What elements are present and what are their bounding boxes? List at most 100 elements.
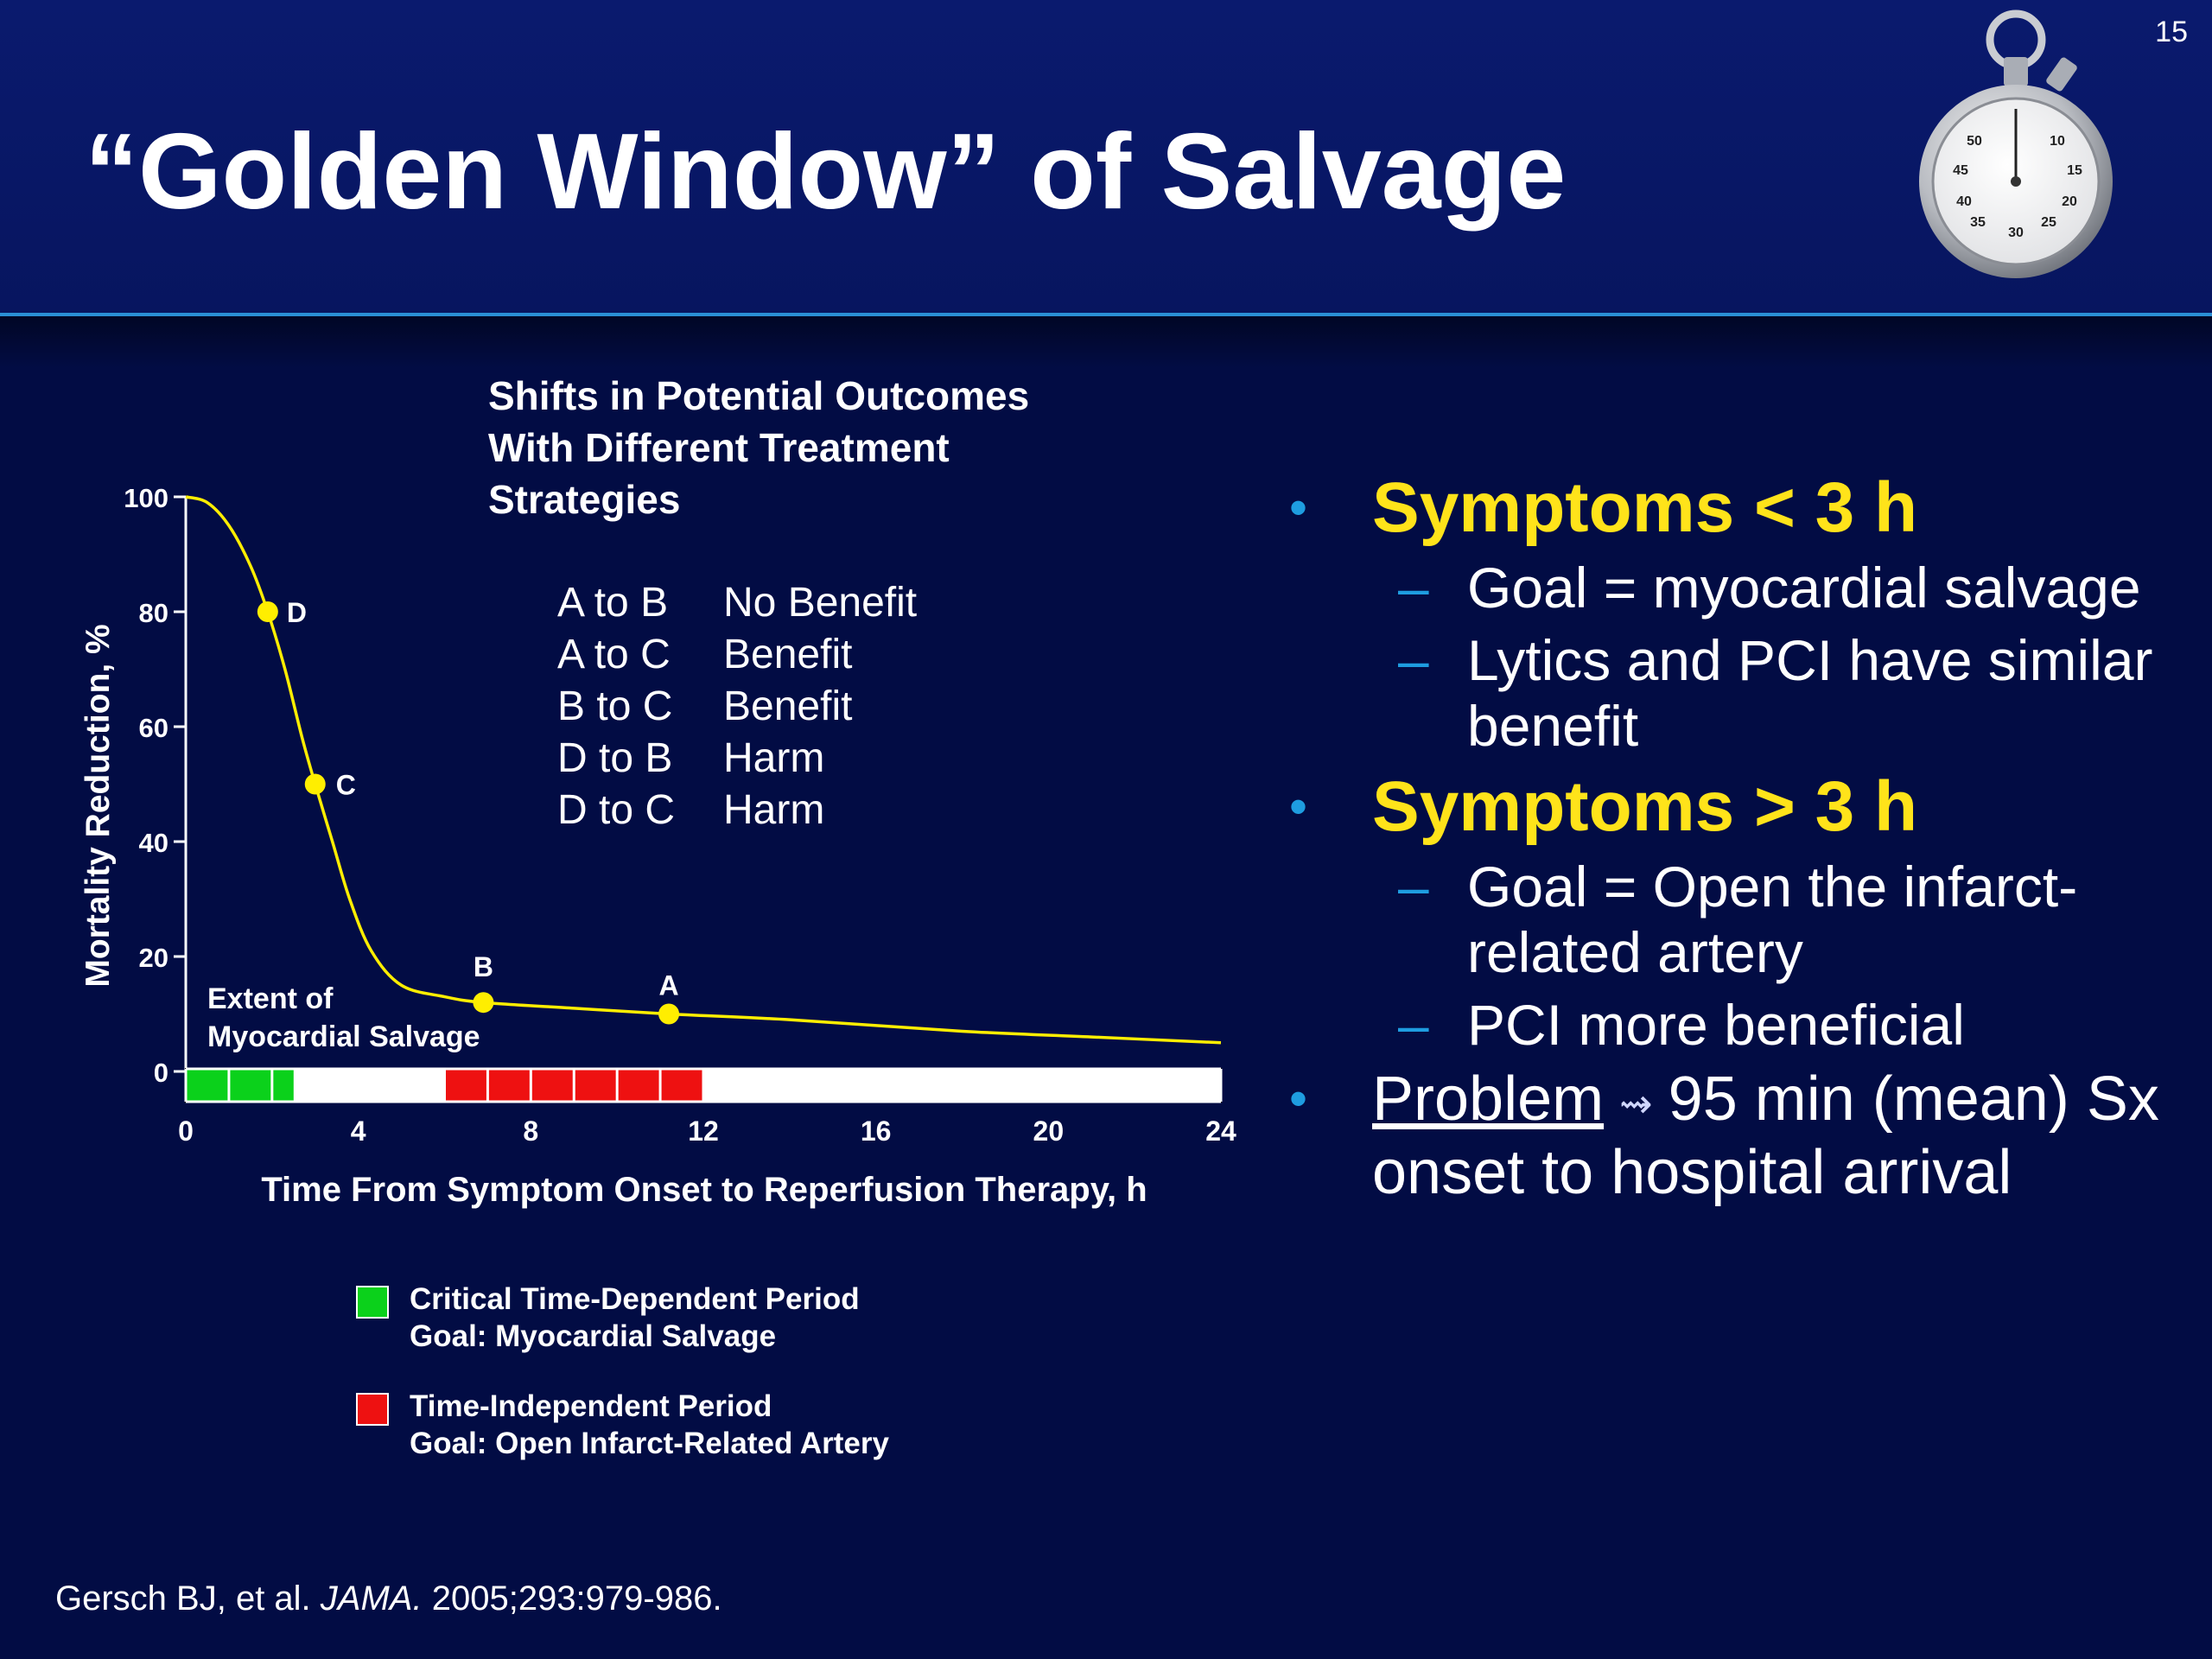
x-axis-label: Time From Symptom Onset to Reperfusion T… xyxy=(261,1171,1147,1209)
bullet-problem: • Problem ⇝95 min (mean) Sx onset to hosp… xyxy=(1279,1065,2195,1207)
chart-title-line-1: Shifts in Potential Outcomes xyxy=(488,373,1030,418)
dash-icon: – xyxy=(1398,629,1429,691)
series-line-mortality-reduction xyxy=(185,495,1222,1045)
sub-bullet: – Goal = myocardial salvage xyxy=(1398,556,2141,620)
bullet-symptoms-over-3h: • Symptoms > 3 h xyxy=(1279,766,2195,849)
stopwatch-crown xyxy=(2004,57,2028,86)
strategy-row: B to C Benefit xyxy=(557,681,917,733)
data-point-a xyxy=(658,1003,680,1025)
strategy-pair: D to B xyxy=(557,735,673,781)
bullet-dot-icon: • xyxy=(1289,1070,1308,1128)
slide-number: 15 xyxy=(2155,16,2188,48)
time-bar xyxy=(184,1067,1223,1103)
time-bar-cell xyxy=(314,1068,359,1103)
x-tick-label: 16 xyxy=(861,1116,892,1147)
slide-title: “Golden Window” of Salvage xyxy=(85,112,1567,232)
data-point-c xyxy=(304,773,326,795)
stopwatch-dial-label: 40 xyxy=(1956,194,1972,209)
chart-title-line-3: Strategies xyxy=(488,477,681,522)
strategy-pair: B to C xyxy=(557,683,673,729)
arrow-glyph-icon: ⇝ xyxy=(1619,1080,1653,1126)
dash-icon: – xyxy=(1398,556,1429,619)
header-shadow xyxy=(0,316,2212,368)
strategy-result: Benefit xyxy=(723,683,853,729)
strategy-row: A to B No Benefit xyxy=(557,577,917,629)
y-tick-label: 20 xyxy=(139,943,168,973)
dash-icon: – xyxy=(1398,994,1429,1056)
legend-swatch-green xyxy=(356,1286,389,1319)
time-bar-cell xyxy=(400,1068,446,1103)
time-bar-green-period xyxy=(186,1069,294,1102)
time-bar-cell xyxy=(1004,1068,1050,1103)
time-bar-cell xyxy=(874,1068,920,1103)
strategy-result: No Benefit xyxy=(723,580,918,626)
legend-sublabel: Goal: Myocardial Salvage xyxy=(410,1319,777,1353)
y-tick-label: 60 xyxy=(139,713,168,743)
citation-journal: JAMA. xyxy=(320,1580,423,1618)
chart-legend: Critical Time-Dependent Period Goal: Myo… xyxy=(356,1281,889,1495)
annotation-line-1: Extent of xyxy=(207,982,334,1015)
stopwatch-dial-label: 30 xyxy=(2008,226,2024,240)
sub-bullet: – Goal = Open the infarct-related artery xyxy=(1398,855,2078,984)
sub-bullet: – Lytics and PCI have similar benefit xyxy=(1398,628,2153,758)
time-bar-cell xyxy=(1047,1068,1093,1103)
x-tick-label: 8 xyxy=(523,1116,538,1147)
chart-title-line-2: With Different Treatment xyxy=(488,425,950,470)
stopwatch-dial-label: 20 xyxy=(2062,194,2077,209)
annotation-line-2: Myocardial Salvage xyxy=(207,1020,480,1053)
slide-header xyxy=(0,0,2212,316)
y-tick-label: 40 xyxy=(139,828,168,858)
time-bar-cell xyxy=(1090,1068,1136,1103)
legend-item-red: Time-Independent Period Goal: Open Infar… xyxy=(356,1388,889,1462)
problem-word: Problem xyxy=(1372,1065,1605,1134)
x-tick-label: 20 xyxy=(1033,1116,1065,1147)
strategy-row: D to C Harm xyxy=(557,785,917,836)
strategy-result: Harm xyxy=(723,787,825,833)
legend-label: Time-Independent Period xyxy=(410,1389,772,1423)
strategy-result: Harm xyxy=(723,735,825,781)
bullet-list: • Symptoms < 3 h – Goal = myocardial sal… xyxy=(1279,467,2195,1212)
citation-details: 2005;293:979-986. xyxy=(431,1580,722,1618)
time-bar-cell xyxy=(702,1068,747,1103)
stopwatch-dial-label: 35 xyxy=(1970,215,1986,230)
bullet-dot-icon: • xyxy=(1289,778,1308,836)
stopwatch-dial-label: 50 xyxy=(1967,134,1982,149)
citation: Gersch BJ, et al. JAMA. 2005;293:979-986… xyxy=(55,1580,722,1618)
x-tick-label: 4 xyxy=(351,1116,366,1147)
time-bar-cell xyxy=(788,1068,834,1103)
stopwatch-hub xyxy=(2011,176,2021,187)
bullet-dot-icon: • xyxy=(1289,479,1308,537)
problem-text: 95 min (mean) Sx onset to hospital arriv… xyxy=(1372,1065,2159,1207)
stopwatch-button xyxy=(2046,57,2077,92)
x-tick-label: 0 xyxy=(178,1116,194,1147)
chart-title: Shifts in Potential Outcomes With Differ… xyxy=(488,370,1145,525)
strategy-row: D to B Harm xyxy=(557,733,917,785)
strategy-pair: A to C xyxy=(557,632,671,677)
data-point-label: A xyxy=(659,970,679,1001)
strategy-pair: D to C xyxy=(557,787,676,833)
legend-label: Critical Time-Dependent Period xyxy=(410,1282,860,1316)
legend-item-green: Critical Time-Dependent Period Goal: Myo… xyxy=(356,1281,889,1355)
stopwatch-dial-label: 45 xyxy=(1953,163,1968,178)
dash-icon: – xyxy=(1398,855,1429,918)
stopwatch-dial-label: 15 xyxy=(2067,163,2082,178)
y-axis-label: Mortality Reduction, % xyxy=(79,624,117,987)
data-point-d xyxy=(257,601,278,622)
time-bar-cell xyxy=(961,1068,1007,1103)
citation-authors: Gersch BJ, et al. xyxy=(55,1580,311,1618)
sub-bullet: – PCI more beneficial xyxy=(1398,993,1965,1057)
x-tick-label: 12 xyxy=(688,1116,719,1147)
y-tick-label: 80 xyxy=(139,598,168,628)
bullet-symptoms-under-3h: • Symptoms < 3 h xyxy=(1279,467,2195,550)
strategy-pair: A to B xyxy=(557,580,669,626)
time-bar-cell xyxy=(1134,1068,1179,1103)
legend-swatch-red xyxy=(356,1393,389,1426)
y-tick-label: 100 xyxy=(124,483,168,513)
time-bar-cell xyxy=(745,1068,791,1103)
data-point-b xyxy=(473,992,494,1014)
